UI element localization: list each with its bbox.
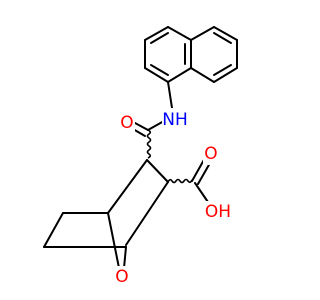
naphthalene-group: [144, 26, 238, 83]
bond: [213, 26, 238, 41]
bond: [144, 67, 169, 83]
bond-naphthyl-nh: [167, 81, 173, 109]
wavy-bond: [146, 129, 152, 159]
bond: [167, 26, 192, 41]
double-bond-inner: [213, 32, 232, 44]
bond: [191, 157, 206, 182]
label-background: [114, 266, 130, 288]
bond: [125, 181, 169, 246]
bond: [144, 26, 169, 41]
bond: [213, 67, 238, 83]
bond: [190, 67, 215, 83]
label-background: [203, 143, 219, 165]
bond-nh-carbonyl: [147, 120, 165, 131]
hydroxyl-label: OH: [205, 202, 231, 222]
double-bond-inner: [150, 32, 169, 44]
bond: [107, 159, 148, 214]
carboxylic-acid-group: [191, 157, 211, 206]
oxabicycloheptane-core: [43, 159, 169, 269]
label-background: [162, 108, 188, 130]
double-bond-inner: [213, 64, 232, 76]
bond: [167, 67, 192, 83]
acid-carbonyl-oxygen-label: O: [204, 144, 217, 164]
label-background: [119, 112, 135, 134]
bond: [123, 246, 127, 269]
carbonyl-oxygen-label: O: [120, 113, 133, 133]
bond: [43, 212, 64, 248]
bond: [146, 159, 169, 183]
bond: [190, 26, 215, 41]
molecule-structure: NH O O OH O: [43, 26, 238, 288]
carbonyl-double-bond: [134, 122, 149, 131]
double-bond-inner: [150, 64, 169, 76]
bond: [197, 162, 211, 185]
label-background: [204, 201, 232, 223]
amide-nitrogen-label: NH: [162, 110, 188, 130]
wavy-bond: [167, 178, 193, 184]
bridge-oxygen-label: O: [115, 267, 128, 287]
bond: [107, 212, 120, 269]
